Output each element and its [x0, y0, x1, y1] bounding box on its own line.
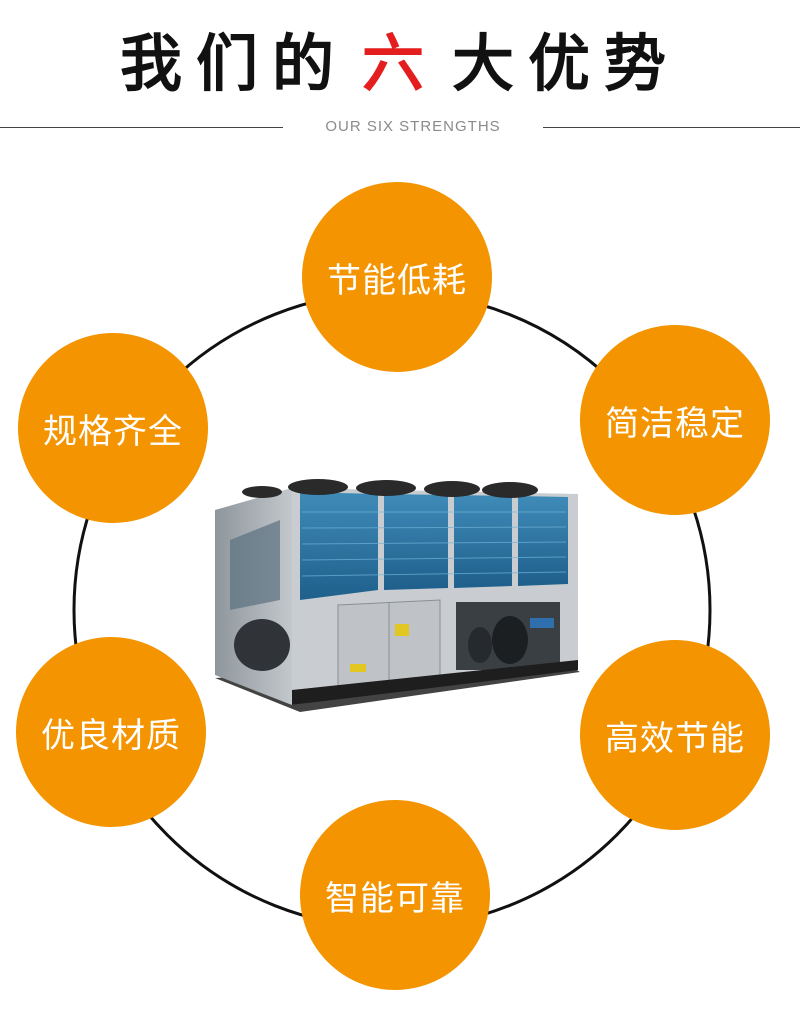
- strength-badge-2: 简洁稳定: [580, 325, 770, 515]
- strength-badge-1: 节能低耗: [302, 182, 492, 372]
- strength-badge-5: 优良材质: [16, 637, 206, 827]
- title-accent: 六: [361, 27, 438, 100]
- strength-label: 高效节能: [605, 718, 745, 759]
- title-part2: 大优势: [452, 27, 681, 100]
- strength-badge-3: 高效节能: [580, 640, 770, 830]
- page-subtitle: OUR SIX STRENGTHS: [325, 118, 501, 135]
- subtitle-row: OUR SIX STRENGTHS: [0, 118, 800, 138]
- divider-right: [543, 127, 800, 128]
- strength-label: 优良材质: [41, 715, 181, 756]
- strength-badge-6: 规格齐全: [18, 333, 208, 523]
- page-title: 我们的六大优势: [0, 27, 800, 100]
- strength-badge-4: 智能可靠: [300, 800, 490, 990]
- strength-label: 规格齐全: [43, 411, 183, 452]
- strength-label: 智能可靠: [325, 878, 465, 919]
- chiller-unit-image: [215, 479, 580, 712]
- strength-label: 节能低耗: [327, 260, 467, 301]
- strength-label: 简洁稳定: [605, 403, 745, 444]
- divider-left: [0, 127, 283, 128]
- title-part1: 我们的: [119, 27, 348, 100]
